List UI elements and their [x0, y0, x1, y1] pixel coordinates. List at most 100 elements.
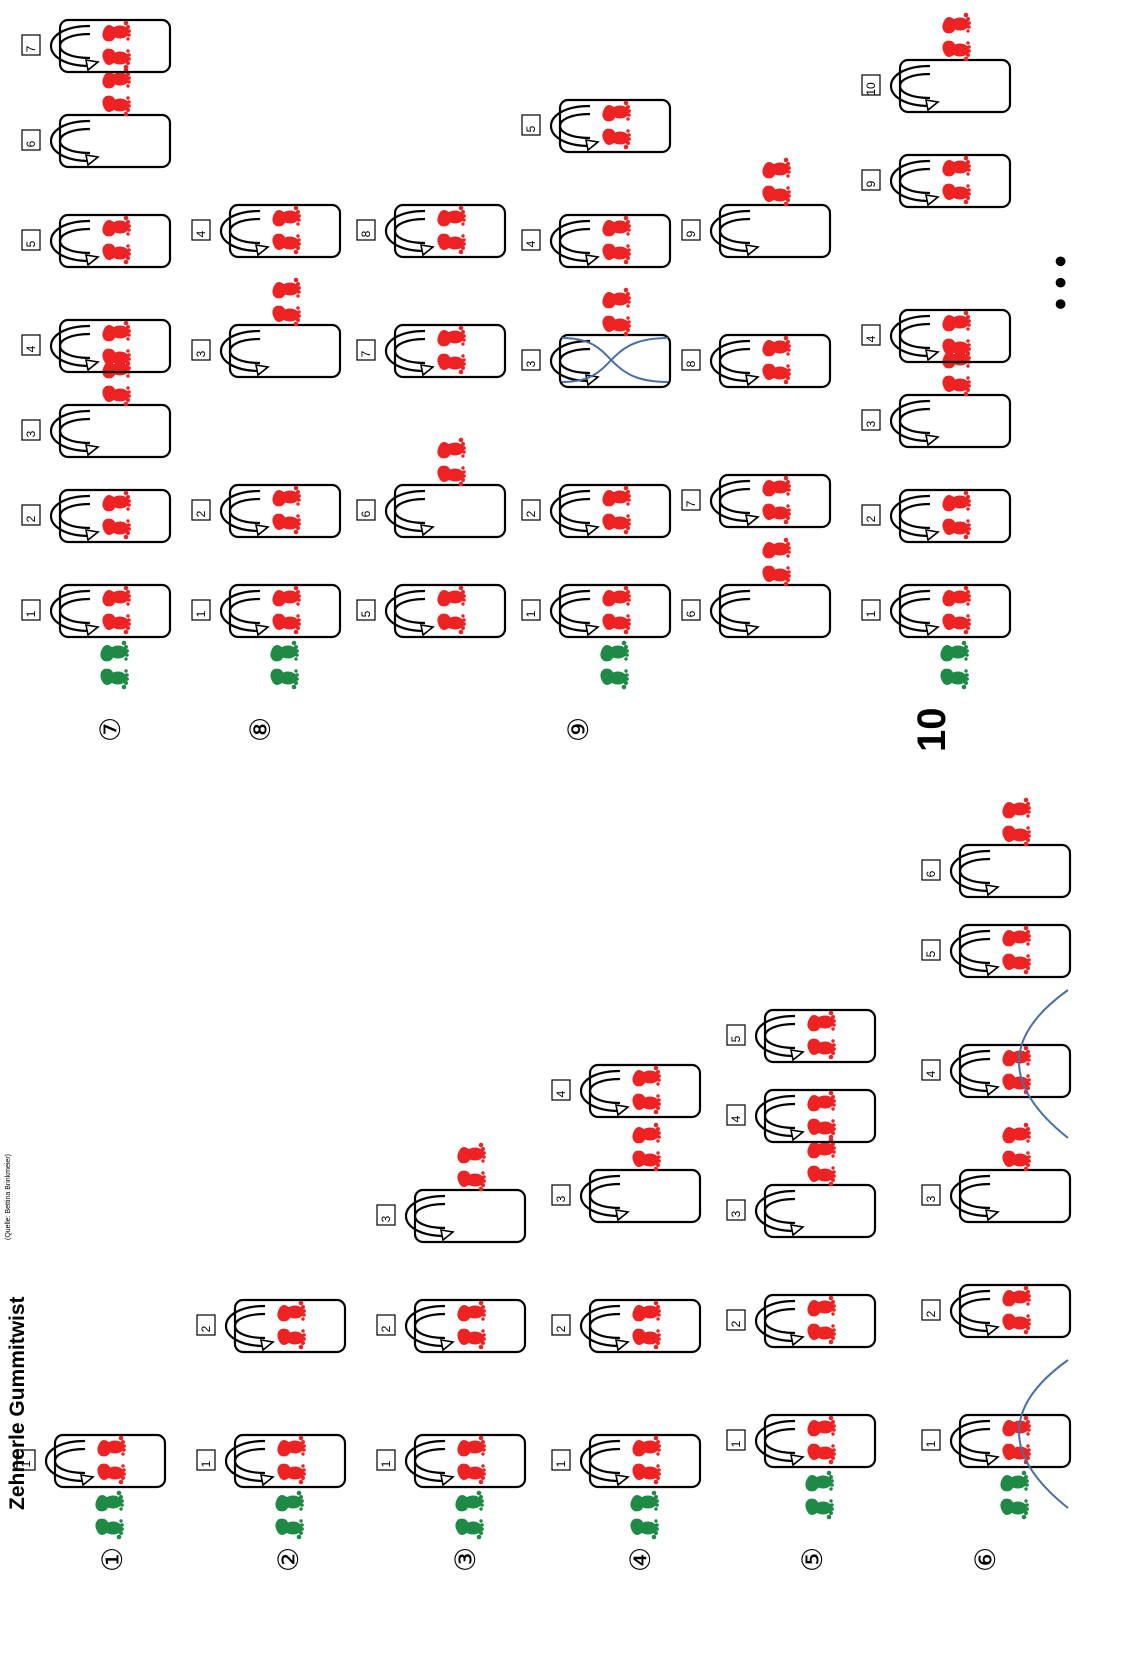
figure-number: ⑧ [244, 717, 277, 742]
red-feet-icon [437, 586, 466, 635]
red-feet-icon [272, 586, 301, 635]
step-diagram: 2 [727, 1295, 875, 1347]
step-diagram: 2 [522, 485, 670, 537]
jump-arrow-icon [756, 1096, 803, 1140]
red-feet-icon [437, 206, 466, 255]
red-feet-icon [942, 586, 971, 635]
red-feet-icon [102, 21, 130, 70]
jump-arrow-icon [891, 66, 938, 110]
step-diagram: 1 [22, 585, 170, 689]
step-number: 2 [24, 515, 38, 522]
jump-arrow-icon [221, 591, 268, 635]
step-diagram: 4 [22, 320, 170, 372]
figure-number: ⑦ [94, 717, 127, 742]
figure-group: ⑤12345 [727, 1010, 875, 1572]
red-feet-icon [437, 438, 466, 487]
red-feet-icon [602, 288, 631, 337]
red-feet-icon [277, 1436, 306, 1485]
jump-arrow-icon [51, 221, 98, 265]
red-feet-icon [277, 1301, 306, 1350]
step-number: 2 [524, 510, 538, 517]
step-diagram: 3 [522, 288, 670, 387]
jump-arrow-icon [711, 211, 758, 255]
jump-arrow-icon [891, 401, 938, 445]
step-diagram: 7 [682, 475, 830, 527]
jump-arrow-icon [551, 221, 598, 265]
step-diagram: 5 [922, 925, 1070, 977]
jump-arrow-icon [891, 316, 938, 360]
red-feet-icon [632, 1123, 661, 1172]
jump-arrow-icon [386, 211, 433, 255]
step-number: 3 [24, 430, 38, 437]
step-number: 1 [199, 1460, 213, 1467]
step-diagram: 2 [192, 485, 340, 537]
crossing-line [562, 338, 668, 382]
step-diagram: 6 [922, 798, 1070, 897]
step-number: 5 [729, 1035, 743, 1042]
jump-arrow-icon [551, 341, 598, 385]
step-diagram: 9 [862, 155, 1010, 207]
red-feet-icon [102, 586, 130, 635]
step-number: 4 [194, 230, 208, 237]
step-diagram: 6 [682, 538, 830, 637]
red-feet-icon [102, 491, 130, 540]
step-number: 1 [554, 1460, 568, 1467]
figure-group: ⑨123456789 [522, 100, 830, 742]
step-diagram: 2 [552, 1300, 700, 1352]
step-diagram: 5 [522, 100, 670, 152]
jump-arrow-icon [951, 1176, 998, 1220]
green-feet-icon [630, 1491, 659, 1540]
red-feet-icon [272, 278, 301, 327]
figure-group: ⑥123456 [922, 798, 1070, 1572]
step-number: 7 [359, 350, 373, 357]
red-feet-icon [807, 1091, 836, 1140]
step-number: 2 [199, 1325, 213, 1332]
jump-arrow-icon [581, 1441, 628, 1485]
step-number: 7 [24, 45, 38, 52]
jump-arrow-icon [51, 496, 98, 540]
red-feet-icon [602, 586, 631, 635]
jump-arrow-icon [386, 331, 433, 375]
step-number: 2 [194, 510, 208, 517]
red-feet-icon [942, 156, 971, 205]
jump-arrow-icon [406, 1441, 453, 1485]
jump-arrow-icon [226, 1441, 273, 1485]
jump-arrow-icon [891, 496, 938, 540]
jump-arrow-icon [951, 851, 998, 895]
jump-arrow-icon [551, 106, 598, 150]
jump-arrow-icon [221, 331, 268, 375]
red-feet-icon [102, 68, 130, 117]
step-diagram: 1 [197, 1435, 345, 1539]
step-diagram: 8 [357, 205, 505, 257]
figure-group: ⑧12345678 [192, 205, 505, 742]
more-steps-indicator: • • • [1042, 255, 1080, 310]
step-number: 6 [924, 870, 938, 877]
red-feet-icon [272, 206, 301, 255]
jump-arrow-icon [711, 341, 758, 385]
figure-number: ⑨ [562, 717, 595, 742]
step-number: 2 [924, 1310, 938, 1317]
step-diagram: 1 [922, 1360, 1070, 1519]
jump-arrow-icon [756, 1191, 803, 1235]
step-diagram: 6 [357, 438, 505, 537]
jump-arrow-icon [711, 591, 758, 635]
jump-arrow-icon [386, 591, 433, 635]
step-number: 8 [684, 360, 698, 367]
step-number: 3 [729, 1210, 743, 1217]
red-feet-icon [807, 1138, 836, 1187]
step-diagram: 3 [377, 1143, 525, 1242]
red-feet-icon [762, 538, 791, 587]
red-feet-icon [1002, 1046, 1031, 1095]
jump-arrow-icon [46, 1441, 93, 1485]
red-feet-icon [1002, 1286, 1031, 1335]
figure-group: ①1 [17, 1435, 165, 1572]
step-number: 1 [924, 1440, 938, 1447]
jump-arrow-icon [51, 411, 98, 455]
jump-arrow-icon [951, 931, 998, 975]
step-number: 4 [729, 1115, 743, 1122]
step-number: 5 [359, 610, 373, 617]
green-feet-icon [275, 1491, 304, 1540]
step-number: 6 [24, 140, 38, 147]
